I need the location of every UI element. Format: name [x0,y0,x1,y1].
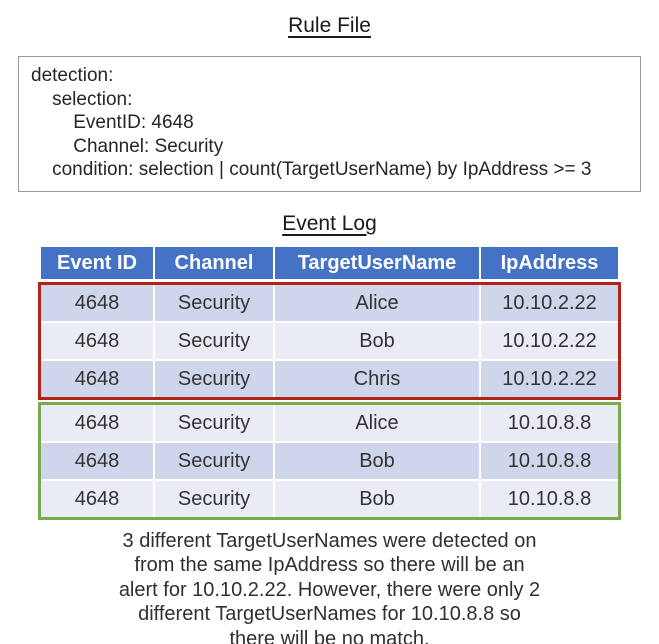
header-cell-targetusername: TargetUserName [275,246,479,279]
table-cell-event-id: 4648 [41,404,153,441]
table-cell-ipaddress: 10.10.8.8 [481,442,618,479]
header-cell-event-id: Event ID [41,246,153,279]
rule-line-channel: Channel: Security [31,135,224,157]
table-cell-channel: Security [155,360,273,397]
caption-line: 3 different TargetUserNames were detecte… [122,529,537,552]
table-cell-ipaddress: 10.10.2.22 [481,360,618,397]
table-cell-channel: Security [155,284,273,321]
caption-line: there will be no match. [229,627,430,644]
table-cell-targetusername: Bob [275,442,479,479]
table-cell-targetusername: Bob [275,480,479,517]
table-cell-event-id: 4648 [41,442,153,479]
rule-file-title: Rule File [288,14,371,37]
table-cell-event-id: 4648 [41,480,153,517]
table-cell-targetusername: Bob [275,322,479,359]
table-row: 4648 Security Alice 10.10.8.8 [41,404,618,441]
header-cell-ipaddress: IpAddress [481,246,618,279]
alert-group-outline: 4648 Security Alice 10.10.2.22 4648 Secu… [38,281,621,400]
table-row: 4648 Security Bob 10.10.8.8 [41,442,618,479]
table-cell-channel: Security [155,322,273,359]
rule-file-box: detection: selection: EventID: 4648 Chan… [18,56,641,192]
table-row: 4648 Security Bob 10.10.2.22 [41,322,618,359]
table-cell-ipaddress: 10.10.2.22 [481,284,618,321]
table-cell-channel: Security [155,480,273,517]
event-log-table: Event ID Channel TargetUserName IpAddres… [38,246,621,520]
table-cell-ipaddress: 10.10.2.22 [481,322,618,359]
table-row: 4648 Security Chris 10.10.2.22 [41,360,618,397]
rule-line-condition: condition: selection | count(TargetUserN… [31,159,592,180]
table-cell-ipaddress: 10.10.8.8 [481,404,618,441]
header-cell-channel: Channel [155,246,273,279]
caption-line: different TargetUserNames for 10.10.8.8 … [138,603,521,625]
table-header-row: Event ID Channel TargetUserName IpAddres… [41,246,618,279]
table-row: 4648 Security Bob 10.10.8.8 [41,480,618,517]
caption-text: 3 different TargetUserNames were detecte… [0,529,659,644]
caption-line: alert for 10.10.2.22. However, there wer… [118,578,541,601]
caption-line: from the same IpAddress so there will be… [134,554,525,576]
table-cell-event-id: 4648 [41,284,153,321]
table-cell-channel: Security [155,442,273,479]
table-cell-event-id: 4648 [41,360,153,397]
event-log-title: Event Log [282,211,377,235]
rule-line-selection: selection: [31,88,133,110]
no-match-group-outline: 4648 Security Alice 10.10.8.8 4648 Secur… [38,401,621,520]
table-cell-targetusername: Alice [275,404,479,441]
table-cell-ipaddress: 10.10.8.8 [481,480,618,517]
rule-line-detection: detection: [31,65,114,86]
table-row: 4648 Security Alice 10.10.2.22 [41,284,618,321]
table-cell-targetusername: Chris [275,360,479,397]
table-cell-channel: Security [155,404,273,441]
table-cell-targetusername: Alice [275,284,479,321]
table-cell-event-id: 4648 [41,322,153,359]
rule-line-eventid: EventID: 4648 [31,112,194,133]
